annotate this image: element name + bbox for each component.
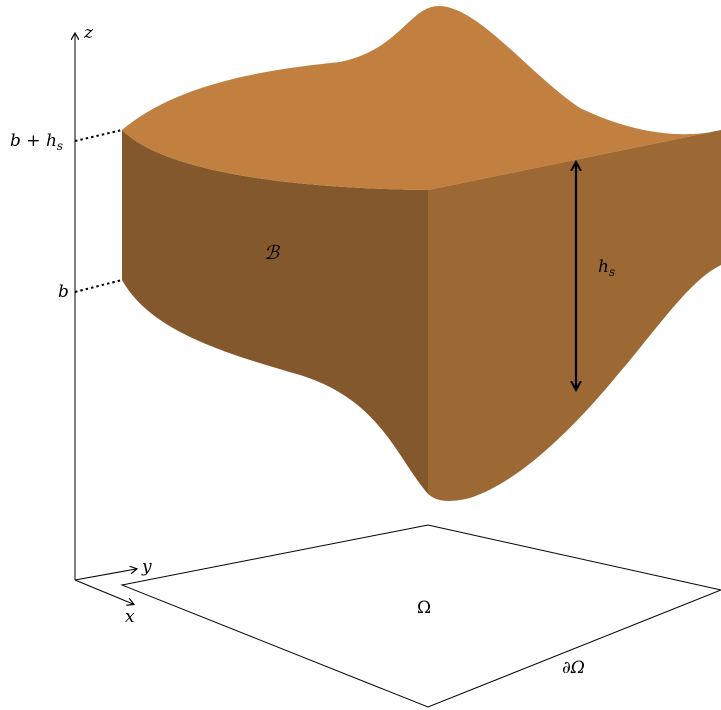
y-axis xyxy=(74,569,136,581)
ice-right-face xyxy=(428,130,721,501)
ice-body: ℬ xyxy=(122,5,721,501)
thickness-indicator: hs xyxy=(576,163,615,389)
y-axis-label: y xyxy=(141,557,152,577)
domain-label: Ω xyxy=(417,598,431,618)
thickness-label: hs xyxy=(598,257,615,279)
x-axis-label: x xyxy=(125,607,135,627)
level-markers: b + hs b xyxy=(10,129,123,302)
z-axis-label: z xyxy=(83,23,94,43)
ice-left-face xyxy=(122,130,428,494)
body-label: ℬ xyxy=(264,242,281,264)
domain-boundary-label: ∂Ω xyxy=(562,658,585,678)
lower-level-label: b xyxy=(58,282,69,302)
upper-level-dotted-line xyxy=(74,129,123,142)
coordinate-axes: z y x xyxy=(75,23,152,627)
upper-level-label: b + hs xyxy=(10,131,63,153)
lower-level-dotted-line xyxy=(74,279,123,293)
ice-top-face xyxy=(122,5,721,190)
domain-outline xyxy=(120,524,721,708)
x-axis xyxy=(74,579,133,604)
horizontal-domain: Ω ∂Ω xyxy=(120,524,721,708)
